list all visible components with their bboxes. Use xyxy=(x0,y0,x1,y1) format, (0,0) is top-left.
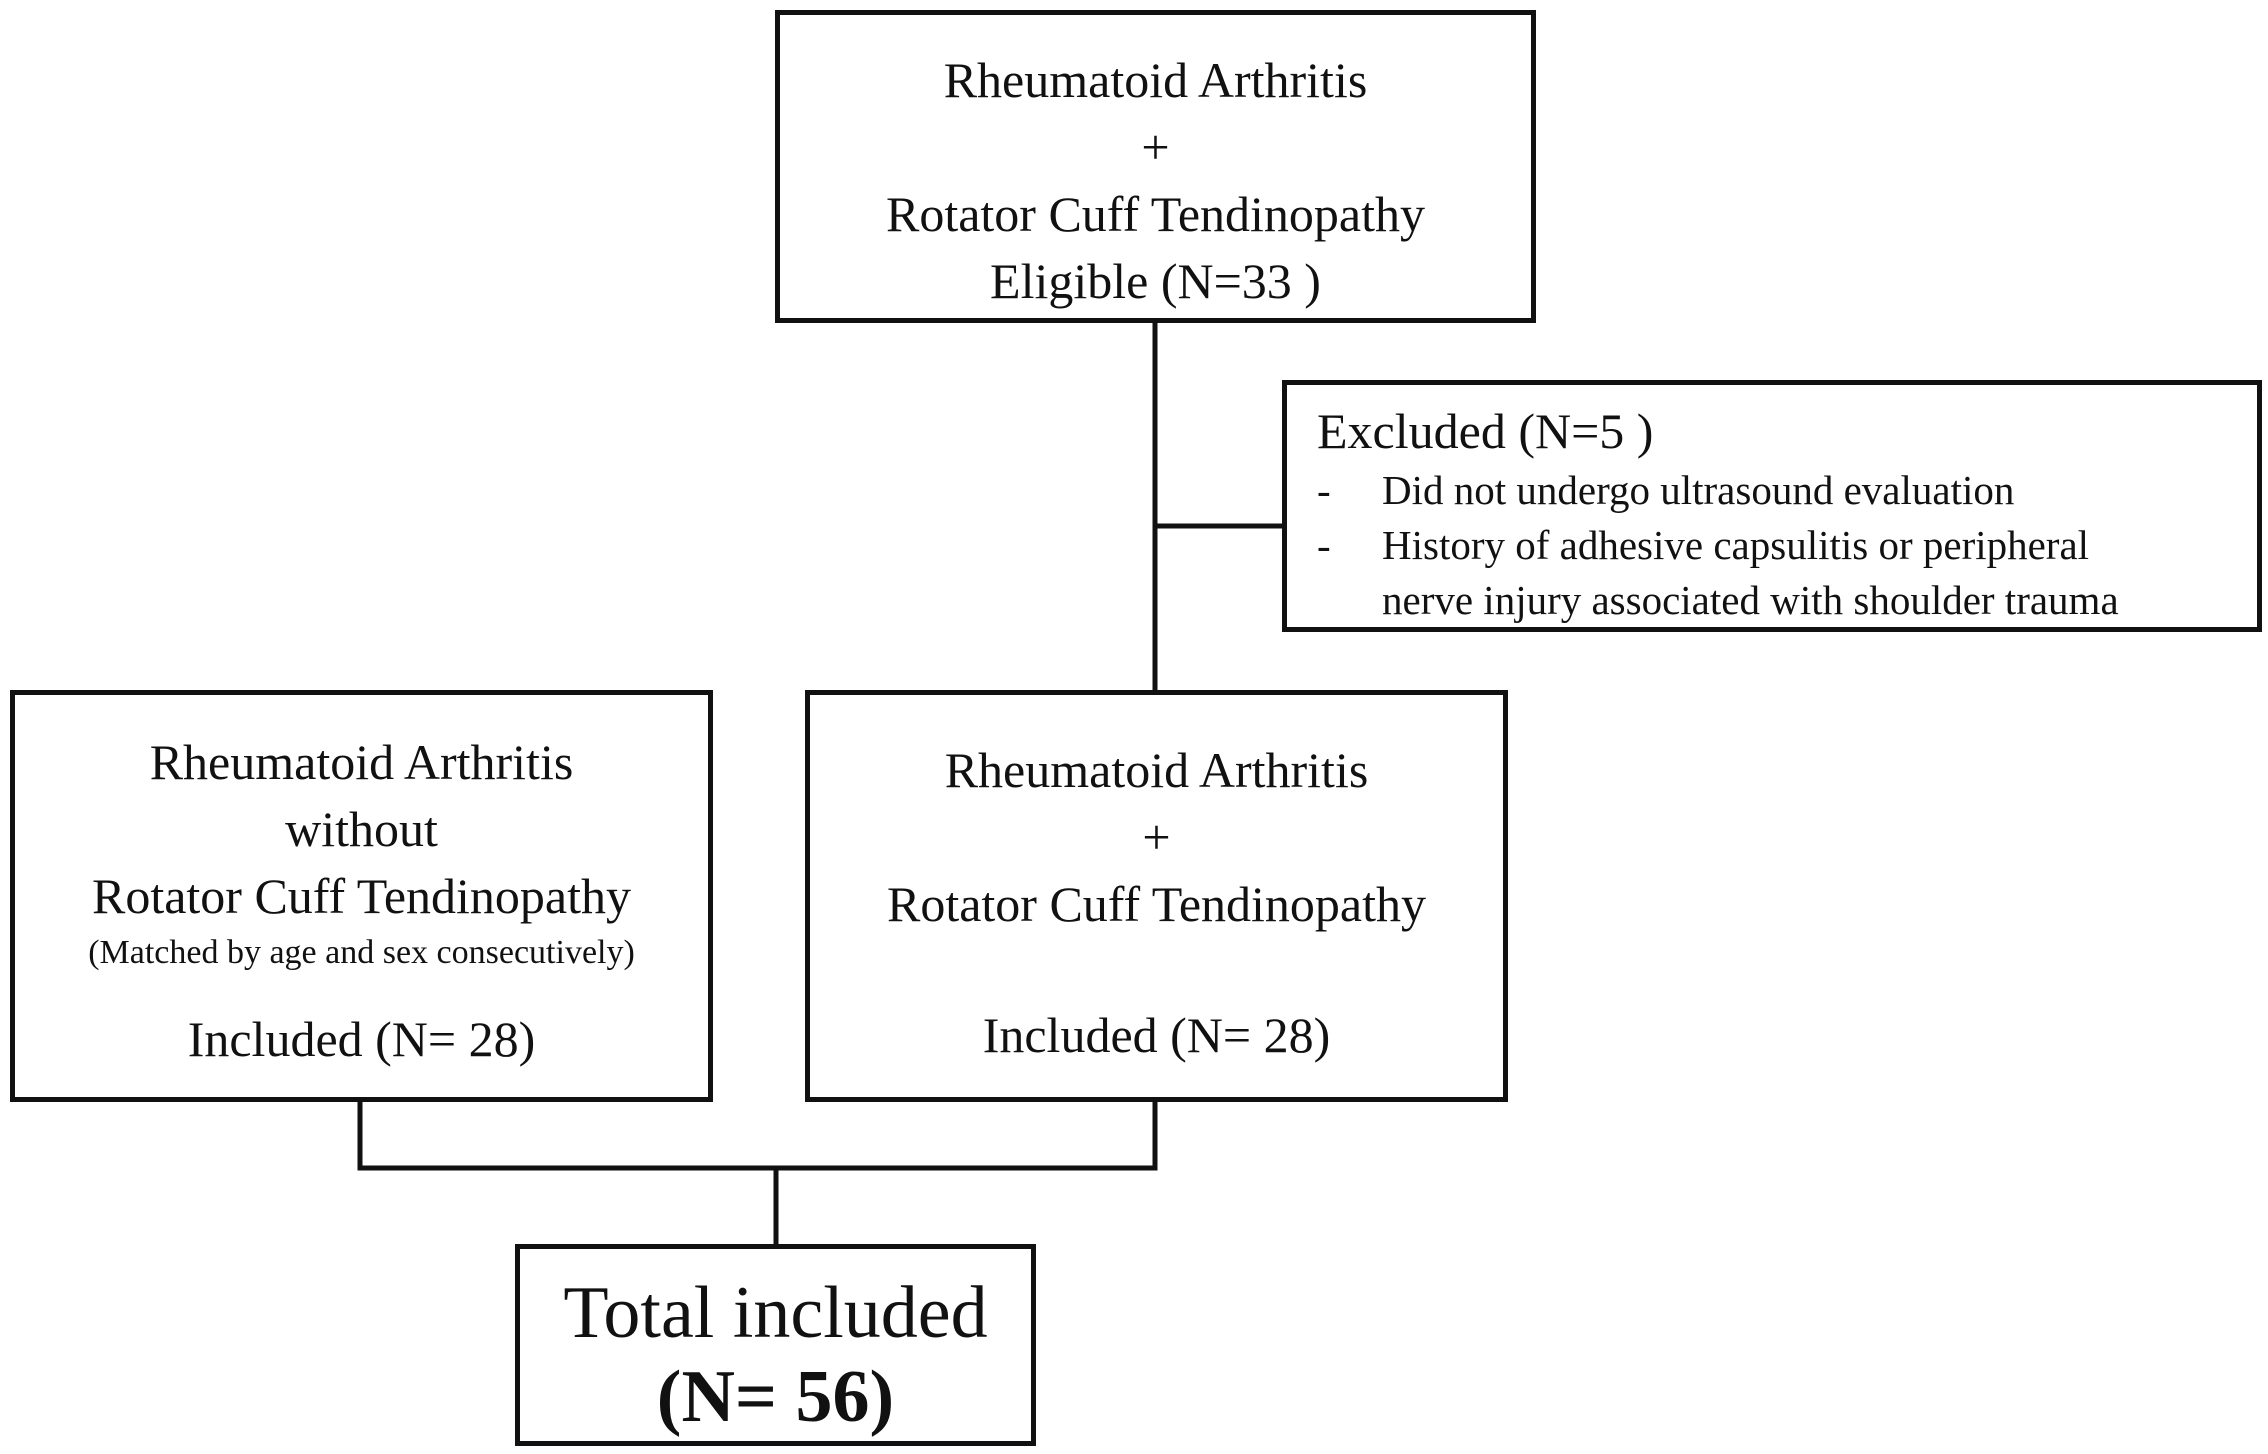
case-condition-label: Rheumatoid Arthritis xyxy=(944,742,1369,798)
eligible-plus-label: + xyxy=(1141,119,1170,175)
control-group-box: Rheumatoid Arthritis without Rotator Cuf… xyxy=(10,690,713,1102)
excluded-box: Excluded (N=5 ) - Did not undergo ultras… xyxy=(1282,380,2262,632)
excluded-reason-text: Did not undergo ultrasound evaluation xyxy=(1382,467,2015,513)
eligible-count-label: Eligible (N=33 ) xyxy=(990,253,1321,309)
control-included-count: Included (N= 28) xyxy=(187,1011,536,1067)
control-without-label: without xyxy=(285,801,438,857)
total-box: Total included (N= 56) xyxy=(515,1244,1036,1446)
excluded-reason-text: nerve injury associated with shoulder tr… xyxy=(1382,577,2119,623)
excluded-reason-continuation: nerve injury associated with shoulder tr… xyxy=(1317,573,2257,628)
eligible-condition2-label: Rotator Cuff Tendinopathy xyxy=(885,186,1426,242)
excluded-reason-item: - Did not undergo ultrasound evaluation xyxy=(1317,463,2257,518)
bullet-dash: - xyxy=(1317,467,1331,513)
case-included-count: Included (N= 28) xyxy=(982,1007,1331,1063)
bullet-dash: - xyxy=(1317,522,1331,568)
total-count: (N= 56) xyxy=(656,1356,895,1438)
eligible-box: Rheumatoid Arthritis + Rotator Cuff Tend… xyxy=(775,10,1536,323)
excluded-reason-item: - History of adhesive capsulitis or peri… xyxy=(1317,518,2257,573)
case-plus-label: + xyxy=(1142,809,1171,865)
total-title: Total included xyxy=(563,1272,988,1354)
control-condition-label: Rheumatoid Arthritis xyxy=(149,734,574,790)
control-condition2-label: Rotator Cuff Tendinopathy xyxy=(91,868,632,924)
case-condition2-label: Rotator Cuff Tendinopathy xyxy=(886,876,1427,932)
control-matching-note: (Matched by age and sex consecutively) xyxy=(88,934,635,971)
excluded-reason-text: History of adhesive capsulitis or periph… xyxy=(1382,522,2090,568)
case-group-box: Rheumatoid Arthritis + Rotator Cuff Tend… xyxy=(805,690,1508,1102)
excluded-title: Excluded (N=5 ) xyxy=(1317,403,1654,459)
eligible-condition-label: Rheumatoid Arthritis xyxy=(943,52,1368,108)
